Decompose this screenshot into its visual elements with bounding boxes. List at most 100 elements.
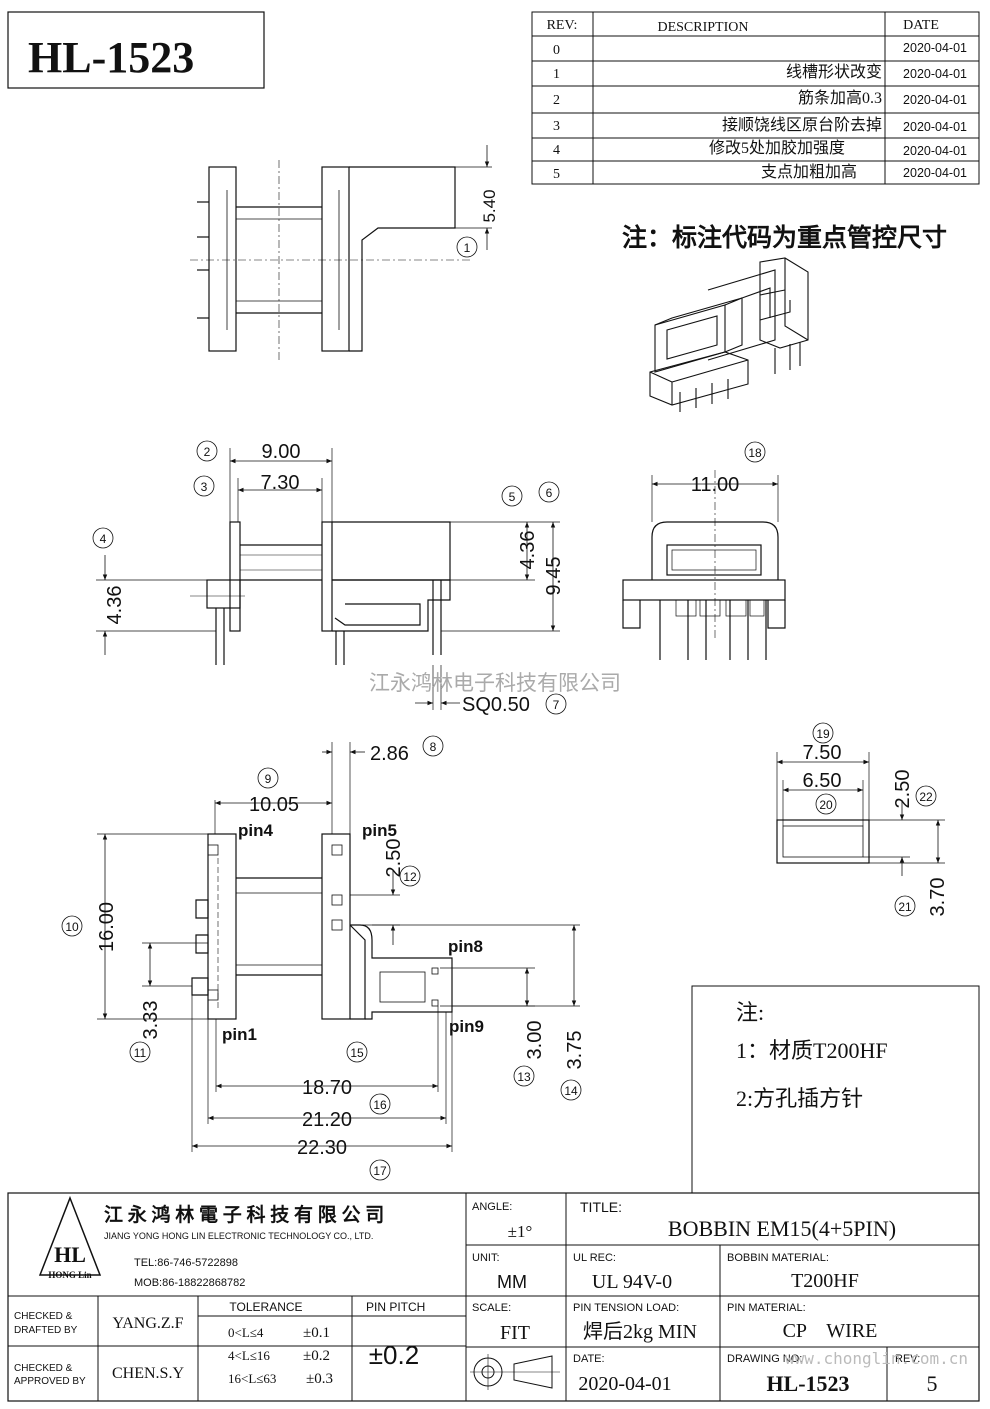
dim-4-36-left: 4.36 [104, 586, 126, 625]
tension-value: 焊后2kg MIN [583, 1320, 697, 1343]
callout-17: 17 [373, 1164, 387, 1178]
key-dimension-note: 注：标注代码为重点管控尺寸 [622, 223, 947, 252]
dim-sq-0-50: SQ0.50 [462, 694, 530, 716]
tol-range-3: 16<L≤63 [228, 1371, 276, 1386]
company-name-cn: 江 永 鸿 林 電 子 科 技 有 限 公 司 [104, 1203, 384, 1226]
tol-range-2: 4<L≤16 [228, 1348, 270, 1363]
rev-row-0-rev: 0 [553, 43, 560, 58]
bobbin-material-label: BOBBIN MATERIAL: [727, 1252, 829, 1264]
callout-10: 10 [65, 920, 79, 934]
dim-3-75: 3.75 [564, 1031, 586, 1070]
callout-11: 11 [134, 1046, 147, 1060]
side-view [622, 441, 786, 660]
callout-20: 20 [819, 798, 833, 812]
company-logo: HL HONG Lin [38, 1195, 102, 1280]
notes-line-2: 2:方孔插方针 [736, 1086, 863, 1111]
scale-label: SCALE: [472, 1302, 511, 1314]
notes-line-1: 1：材质T200HF [736, 1038, 888, 1063]
pin-pitch-label: PIN PITCH [366, 1300, 425, 1314]
pin4-label: pin4 [238, 821, 273, 840]
unit-label: UNIT: [472, 1252, 500, 1264]
drawing-no-value: HL-1523 [766, 1371, 849, 1396]
company-mob: MOB:86-18822868782 [134, 1277, 245, 1289]
pin-material-value: CP WIRE [783, 1320, 878, 1342]
revision-table-text: REV: DESCRIPTION DATE 0 2020-04-01 1 线槽形… [547, 18, 967, 182]
drafter-name: YANG.Z.F [112, 1315, 183, 1332]
logo-sub: HONG Lin [48, 1270, 91, 1280]
callout-15: 15 [350, 1046, 364, 1060]
checked-approved-label-2: APPROVED BY [14, 1376, 86, 1387]
dim-18-70: 18.70 [302, 1077, 352, 1099]
dim-6-50: 6.50 [803, 770, 842, 792]
notes-box: 注: 1：材质T200HF 2:方孔插方针 [691, 985, 980, 1194]
dim-21-20: 21.20 [302, 1109, 352, 1131]
tol-value-2: ±0.2 [303, 1348, 330, 1364]
front-view-labels: 9.00 7.30 4.36 4.36 9.45 SQ0.50 2 3 4 5 … [100, 441, 565, 716]
angle-label: ANGLE: [472, 1201, 512, 1213]
callout-13: 13 [517, 1070, 531, 1084]
checked-drafted-label-1: CHECKED & [14, 1311, 73, 1322]
rev-row-4-rev: 4 [553, 143, 560, 158]
rev-header: REV: [547, 18, 578, 33]
dim-9-00: 9.00 [262, 441, 301, 463]
dim-4-36-right: 4.36 [517, 531, 539, 570]
rev-row-3-date: 2020-04-01 [903, 120, 967, 134]
dim-11-00: 11.00 [691, 474, 740, 496]
rev-row-5-date: 2020-04-01 [903, 166, 967, 180]
website-watermark: www.chonglin.com.cn [785, 1349, 968, 1368]
rev-row-3-desc: 接顺饶线区原台阶去掉 [722, 116, 882, 134]
callout-9: 9 [265, 772, 272, 786]
rev-row-2-desc: 筋条加高0.3 [798, 89, 882, 107]
rev-label: REV: [895, 1353, 920, 1365]
dim-2-50: 2.50 [383, 839, 405, 878]
callout-8: 8 [430, 740, 437, 754]
pin8-label: pin8 [448, 937, 483, 956]
title-block-fields: ANGLE: ±1° TITLE: BOBBIN EM15(4+5PIN) UN… [14, 1199, 968, 1396]
dim-3-33: 3.33 [140, 1001, 162, 1040]
bottom-view [61, 735, 582, 1181]
part-number-box: HL-1523 [7, 11, 265, 89]
notes-title: 注: [736, 1000, 764, 1025]
callout-19: 19 [816, 727, 830, 741]
dim-7-50: 7.50 [803, 742, 842, 764]
callout-2: 2 [204, 445, 211, 459]
dim-7-30: 7.30 [261, 472, 300, 494]
company-tel: TEL:86-746-5722898 [134, 1257, 238, 1269]
rev-row-5-desc: 支点加粗加高 [761, 163, 857, 181]
isometric-view [649, 257, 809, 412]
dim-3-70: 3.70 [927, 878, 949, 917]
callout-16: 16 [373, 1098, 387, 1112]
dim-2-50-pin: 2.50 [892, 770, 914, 809]
ulrec-label: UL REC: [573, 1252, 616, 1264]
rev-row-4-date: 2020-04-01 [903, 144, 967, 158]
checked-drafted-label-2: DRAFTED BY [14, 1325, 78, 1336]
part-number: HL-1523 [28, 33, 194, 82]
watermark: 江永鸿林电子科技有限公司 [369, 672, 621, 695]
rev-row-5-rev: 5 [553, 167, 560, 182]
pin-section-labels: 7.50 6.50 2.50 3.70 19 20 21 22 [803, 727, 949, 916]
date-label: DATE: [573, 1353, 605, 1365]
tol-value-3: ±0.3 [306, 1371, 333, 1387]
tension-label: PIN TENSION LOAD: [573, 1302, 679, 1314]
callout-5: 5 [509, 490, 516, 504]
dim-22-30: 22.30 [297, 1137, 347, 1159]
callout-18: 18 [748, 446, 762, 460]
tol-range-1: 0<L≤4 [228, 1325, 264, 1340]
title-block-grid [7, 1192, 980, 1402]
callout-3: 3 [201, 480, 208, 494]
rev-row-2-date: 2020-04-01 [903, 93, 967, 107]
rev-row-2-rev: 2 [553, 93, 560, 108]
pin1-label: pin1 [222, 1025, 257, 1044]
callout-12: 12 [403, 870, 417, 884]
top-view [190, 145, 492, 360]
bobbin-material-value: T200HF [791, 1270, 859, 1292]
scale-value: FIT [500, 1322, 530, 1344]
front-view [92, 440, 567, 715]
rev-row-1-date: 2020-04-01 [903, 67, 967, 81]
unit-value: MM [497, 1272, 527, 1292]
callout-7: 7 [553, 698, 560, 712]
dim-5-40: 5.40 [480, 189, 499, 222]
revision-table [531, 11, 980, 185]
title-value: BOBBIN EM15(4+5PIN) [668, 1216, 896, 1241]
